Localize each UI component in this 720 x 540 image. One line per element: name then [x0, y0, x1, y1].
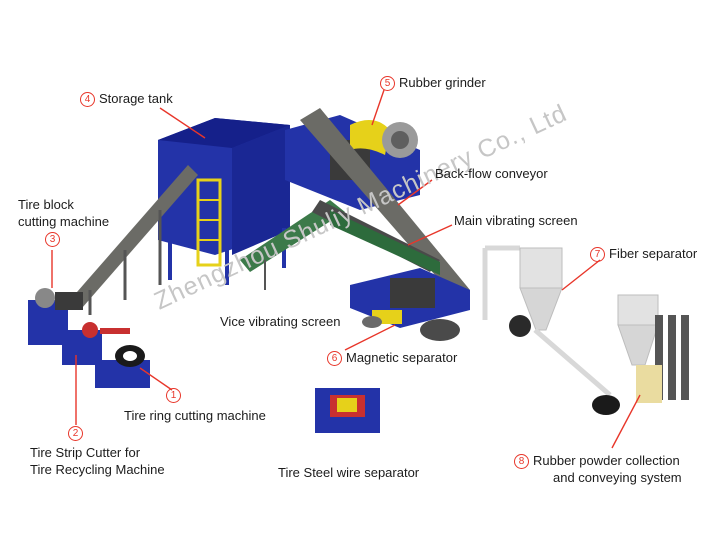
- tire-ring-cutting-machine: [95, 345, 150, 388]
- vice-vibrating-screen: [240, 200, 345, 272]
- leader-storage-tank: [159, 107, 206, 139]
- leader-magnetic: [344, 324, 396, 351]
- tire-block-cutting-machine: [28, 288, 83, 345]
- label-vice-vibrating-screen: Vice vibrating screen: [220, 314, 341, 329]
- number-badge: 7: [590, 247, 605, 262]
- number-badge: 6: [327, 351, 342, 366]
- number-badge: 3: [45, 232, 60, 247]
- label-tire-block-cutting: Tire block cutting machine 3: [18, 197, 110, 247]
- magnetic-separator: [350, 268, 470, 341]
- number-badge: 8: [514, 454, 529, 469]
- leader-fiber-separator: [561, 259, 601, 291]
- number-badge: 1: [166, 388, 181, 403]
- label-tire-strip-cutter: 2 Tire Strip Cutter for Tire Recycling M…: [30, 426, 165, 477]
- fiber-separator: [482, 245, 612, 397]
- label-main-vibrating-screen: Main vibrating screen: [454, 213, 578, 228]
- number-badge: 5: [380, 76, 395, 91]
- number-badge: 2: [68, 426, 83, 441]
- feed-conveyor: [70, 165, 198, 308]
- number-badge: 4: [80, 92, 95, 107]
- tire-steel-wire-separator: [315, 388, 380, 433]
- label-tire-ring-cutting: 1 Tire ring cutting machine: [124, 388, 266, 423]
- leader-rubber-powder: [611, 394, 641, 449]
- label-tire-steel-wire-separator: Tire Steel wire separator: [278, 465, 420, 480]
- rubber-powder-collection: [592, 294, 689, 415]
- leader-tire-ring: [139, 367, 173, 391]
- tire-strip-cutter: [62, 322, 130, 365]
- leader-rubber-grinder: [371, 89, 385, 126]
- leader-main-vibrating: [407, 224, 453, 246]
- back-flow-conveyor: [300, 108, 470, 298]
- label-back-flow-conveyor: Back-flow conveyor: [435, 166, 548, 181]
- leader-back-flow: [397, 179, 433, 206]
